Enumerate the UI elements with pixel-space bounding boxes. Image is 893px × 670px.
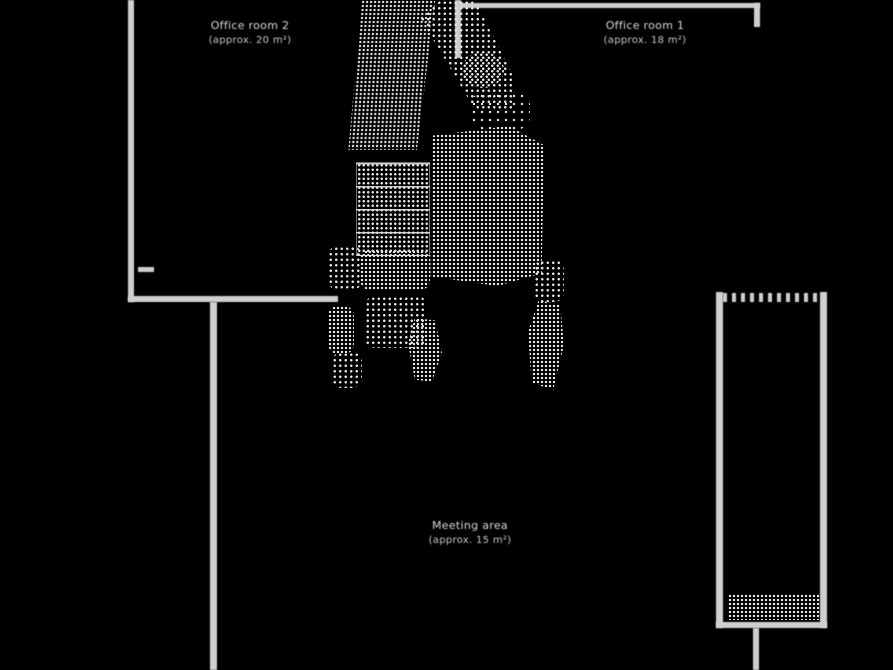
wall-bottom-right-vertical: [753, 628, 759, 670]
wall-left-door-tick: [138, 267, 154, 272]
room-label-top-left-line2: (approx. 20 m²): [208, 35, 292, 46]
room-label-top-right-line1: Office room 1: [605, 19, 685, 32]
room-label-top-right: Office room 1 (approx. 18 m²): [595, 18, 695, 48]
dither-figure-right-top: [534, 260, 564, 302]
room-label-bottom-center-line2: (approx. 15 m²): [428, 535, 512, 546]
wall-right-room-left: [716, 292, 723, 628]
room-label-top-left-line1: Office room 2: [210, 19, 290, 32]
dither-blob-bench-left: [328, 246, 362, 290]
room-label-top-left: Office room 2 (approx. 20 m²): [195, 18, 305, 48]
wall-lower-left-vertical: [210, 302, 217, 670]
dither-figure-left-b: [332, 352, 362, 388]
dither-blob-table-group: [430, 126, 544, 286]
dither-blob-scatter: [470, 92, 530, 130]
dither-blob-small-oval: [462, 52, 504, 88]
room-label-top-right-line2: (approx. 18 m²): [603, 35, 687, 46]
dither-blob-wall-strip: [347, 0, 435, 150]
wall-right-room-right: [820, 292, 827, 628]
wall-left-vertical: [128, 0, 134, 302]
dither-blob-dresser: [356, 162, 430, 256]
wall-top-vertical-right: [754, 3, 760, 27]
wall-right-room-bottom: [716, 622, 827, 628]
dither-figure-middle: [408, 318, 442, 382]
wall-right-room-top-dashed: [723, 293, 820, 302]
dither-figure-left-a: [328, 306, 354, 354]
wall-top-horizontal: [455, 3, 760, 8]
dither-blob-bench-right: [360, 250, 430, 290]
dither-figure-right: [528, 300, 564, 390]
wall-mid-horizontal: [128, 296, 338, 302]
room-label-bottom-center-line1: Meeting area: [432, 519, 508, 532]
room-label-bottom-center: Meeting area (approx. 15 m²): [418, 518, 522, 548]
hatch-right-room-bottom: [728, 594, 820, 620]
